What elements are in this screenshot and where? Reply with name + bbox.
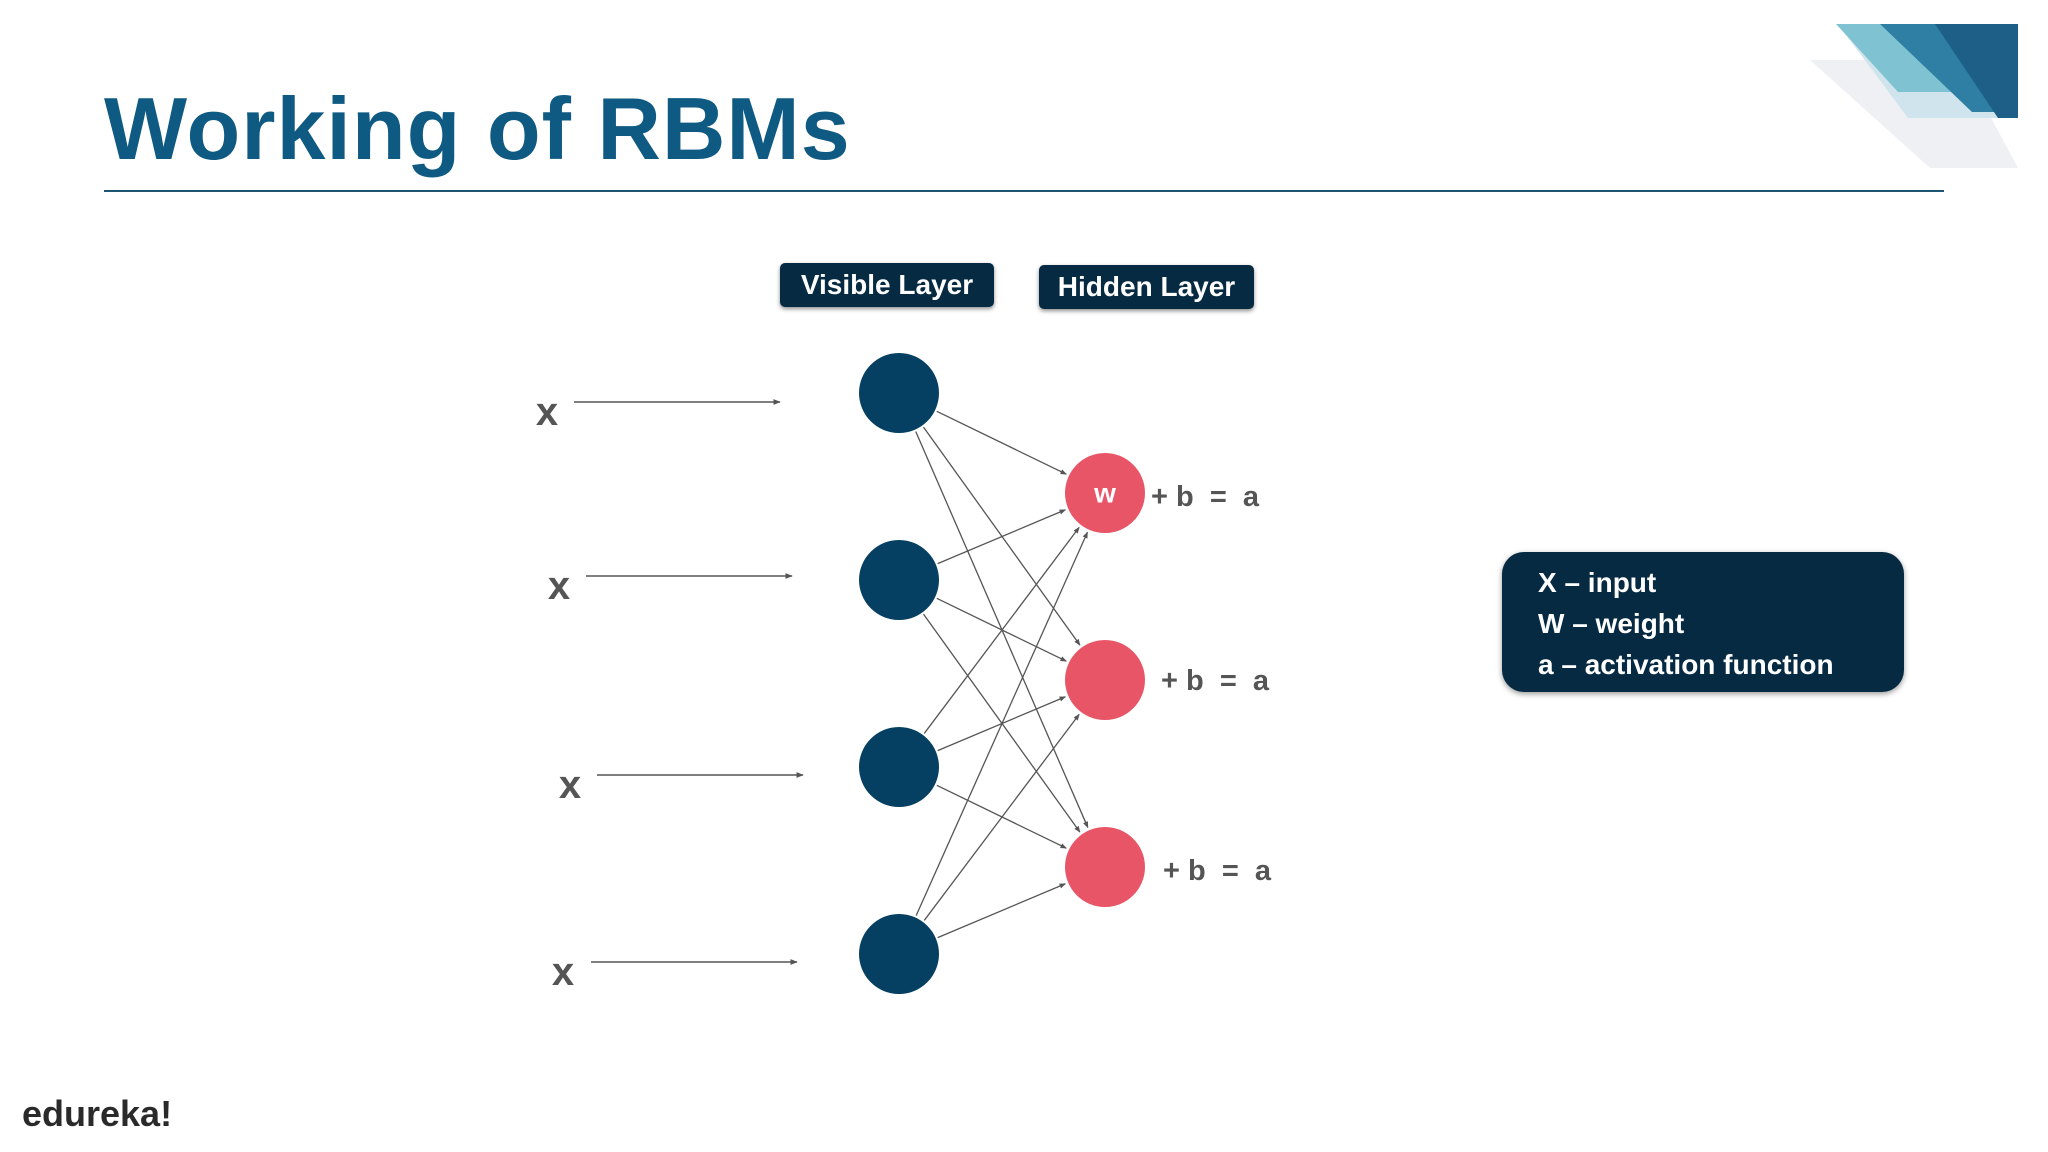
edge-v4-h1	[915, 531, 1089, 916]
activation-equation-3: + b = a	[1163, 855, 1272, 887]
weight-label: w	[1093, 478, 1116, 509]
visible-layer-nodes	[859, 353, 939, 994]
visible-node-4	[859, 914, 939, 994]
edge-v4-h3	[937, 883, 1066, 939]
visible-node-2	[859, 540, 939, 620]
legend-item-input: X – input	[1538, 567, 1657, 598]
connection-edges	[915, 410, 1089, 939]
visible-node-1	[859, 353, 939, 433]
visible-layer-label: Visible Layer	[780, 263, 994, 307]
hidden-node-2	[1065, 640, 1145, 720]
activation-equation-1: + b = a	[1151, 481, 1260, 513]
legend-item-activation: a – activation function	[1538, 649, 1834, 680]
edge-v1-h1	[936, 410, 1067, 475]
hidden-node-1	[1065, 453, 1145, 533]
legend-box: X – input W – weight a – activation func…	[1502, 552, 1904, 692]
input-label-2: x	[548, 564, 570, 608]
input-label-3: x	[559, 763, 581, 807]
edge-v4-h2	[923, 713, 1080, 921]
title-divider	[104, 190, 1944, 192]
hidden-layer-nodes	[1065, 453, 1145, 907]
edge-v2-h1	[937, 509, 1066, 565]
corner-decoration	[1810, 24, 2018, 168]
edge-v3-h1	[923, 526, 1080, 734]
diagram-labels: x x x x w + b = a + b = a + b = a	[536, 390, 1272, 994]
hidden-layer-label: Hidden Layer	[1039, 265, 1254, 309]
slide-title: Working of RBMs	[104, 79, 851, 178]
input-label-4: x	[552, 950, 574, 994]
brand-logo-text: edureka!	[22, 1093, 173, 1134]
visible-node-3	[859, 727, 939, 807]
hidden-node-3	[1065, 827, 1145, 907]
input-label-1: x	[536, 390, 558, 434]
activation-equation-2: + b = a	[1161, 665, 1270, 697]
input-arrows	[574, 399, 804, 965]
legend-item-weight: W – weight	[1538, 608, 1685, 639]
